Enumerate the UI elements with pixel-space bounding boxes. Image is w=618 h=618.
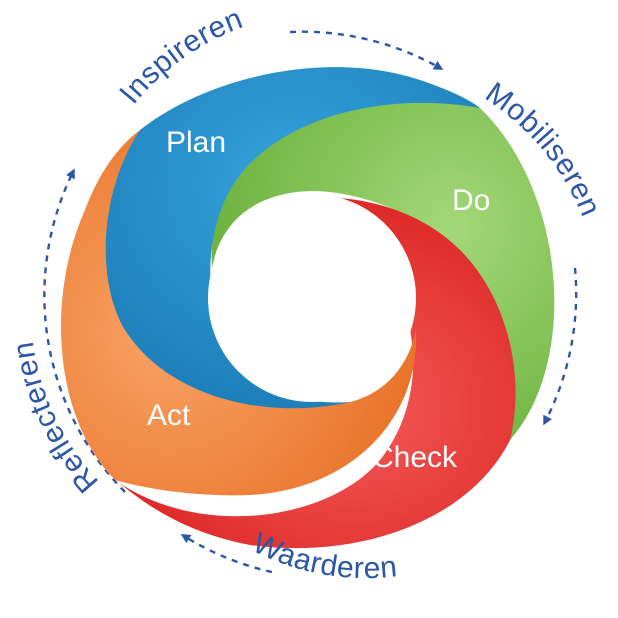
pdca-swirl — [61, 67, 554, 548]
do-label: Do — [452, 184, 490, 217]
arrow-inspireren — [290, 32, 440, 68]
center-hole — [208, 194, 416, 402]
plan-label: Plan — [166, 126, 226, 159]
check-label: Check — [372, 441, 458, 474]
act-label: Act — [147, 399, 191, 432]
